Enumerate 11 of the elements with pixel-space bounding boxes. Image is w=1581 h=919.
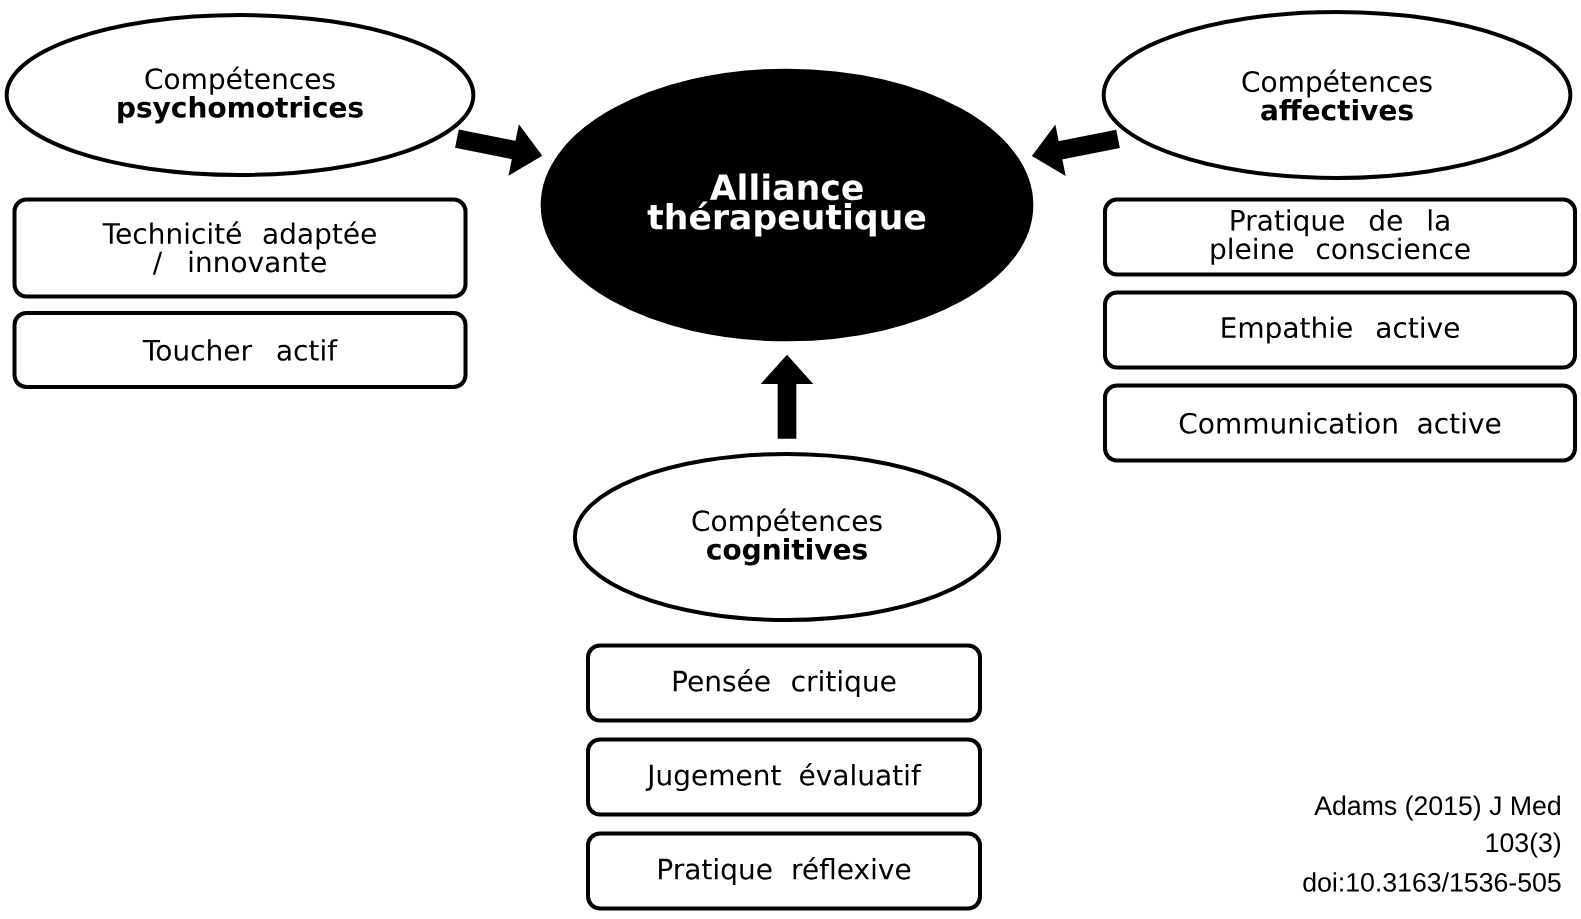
skill-box: Toucher actif bbox=[12, 311, 468, 389]
citation-text: Adams (2015) J Med bbox=[1314, 795, 1560, 821]
skill-box: Pratique réflexive bbox=[586, 831, 982, 911]
skill-box: Technicité adaptée / innovante bbox=[12, 197, 468, 299]
skill-box: Jugement évaluatif bbox=[586, 737, 982, 817]
skill-box: Empathie active bbox=[1103, 290, 1577, 370]
skill-box: Pratique de la pleine conscience bbox=[1103, 197, 1577, 277]
skill-box: Pensée critique bbox=[586, 643, 982, 723]
citation-text: 103(3) bbox=[1486, 832, 1561, 858]
citation-text: doi:10.3163/1536-505 bbox=[1303, 872, 1561, 892]
skill-box: Communication active bbox=[1103, 383, 1577, 463]
